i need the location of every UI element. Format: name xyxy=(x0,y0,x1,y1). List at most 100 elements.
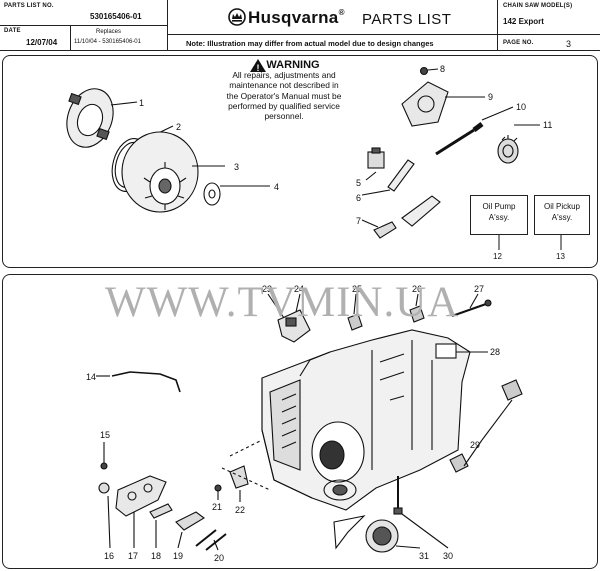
oil-pickup-part xyxy=(361,195,441,239)
callout-24: 24 xyxy=(294,284,304,294)
warning-title: WARNING xyxy=(266,59,320,71)
callout-20: 20 xyxy=(214,553,224,563)
header-divider xyxy=(498,34,600,35)
washer-plate-part xyxy=(175,511,205,549)
model-label: CHAIN SAW MODEL(S) xyxy=(503,3,573,9)
callout-17: 17 xyxy=(128,551,138,561)
callout-30: 30 xyxy=(443,551,453,561)
warning-line-1: All repairs, adjustments and xyxy=(232,70,336,81)
callout-27: 27 xyxy=(474,284,484,294)
replaces-label: Replaces xyxy=(96,29,122,35)
callout-4: 4 xyxy=(274,182,279,192)
callout-8: 8 xyxy=(440,64,445,74)
crankcase-section xyxy=(2,274,598,569)
callout-7: 7 xyxy=(356,216,361,226)
callout-1: 1 xyxy=(139,98,144,108)
svg-text:!: ! xyxy=(257,63,260,73)
callout-2: 2 xyxy=(176,122,181,132)
callout-3: 3 xyxy=(234,162,239,172)
clutch-part xyxy=(66,88,138,148)
header-center-block xyxy=(168,0,498,50)
warning-triangle-icon: ! xyxy=(250,59,266,73)
nut-part xyxy=(347,313,363,331)
top-callout-numbers: 1 2 3 4 5 6 7 8 9 10 11 xyxy=(139,64,552,226)
callout-12: 12 xyxy=(493,252,502,261)
link-rod-part xyxy=(451,299,492,317)
warning-line-2: maintenance not described in xyxy=(229,80,339,91)
header-divider xyxy=(168,34,498,35)
callout-10: 10 xyxy=(516,102,526,112)
header-table: PARTS LIST NO. 530165406-01 DATE 12/07/0… xyxy=(0,0,600,51)
warning-line-5: personnel. xyxy=(264,111,304,122)
date-value: 12/07/04 xyxy=(26,38,58,47)
oil-pump-assembly-box: Oil Pump A'ssy. xyxy=(470,195,528,235)
screw-part xyxy=(419,66,439,76)
callout-25: 25 xyxy=(352,284,362,294)
nut-part xyxy=(449,379,523,473)
page-no-label: PAGE NO. xyxy=(503,40,534,46)
washer-part xyxy=(203,182,270,206)
callout-9: 9 xyxy=(488,92,493,102)
callout-6: 6 xyxy=(356,193,361,203)
callout-16: 16 xyxy=(104,551,114,561)
page-no-value: 3 xyxy=(566,39,572,49)
clutch-oil-pump-illustration: ! 1 2 3 4 5 6 7 8 9 10 11 xyxy=(66,59,562,250)
chain-catcher-part xyxy=(229,465,249,502)
clutch-oil-pump-section xyxy=(2,55,598,268)
page-title: PARTS LIST xyxy=(362,11,452,28)
oil-pickup-assy-label: A'ssy. xyxy=(551,213,573,222)
callout-26: 26 xyxy=(412,284,422,294)
screw-part xyxy=(100,442,108,470)
callout-28: 28 xyxy=(490,347,500,357)
callout-14: 14 xyxy=(86,372,96,382)
warning-notice: WARNING All repairs, adjustments and mai… xyxy=(222,59,346,122)
oil-pump-label: Oil Pump xyxy=(482,202,516,211)
callout-15: 15 xyxy=(100,430,110,440)
parts-list-no-label: PARTS LIST NO. xyxy=(4,3,54,9)
date-label: DATE xyxy=(4,28,21,34)
crankcase-illustration: 14 15 16 17 18 19 20 21 22 23 24 25 26 2… xyxy=(86,284,523,563)
bolt-part xyxy=(393,476,449,549)
husqvarna-crown-logo-icon xyxy=(228,8,246,26)
crankcase-housing-part xyxy=(261,329,471,511)
model-value: 142 Export xyxy=(503,17,544,26)
screw-part xyxy=(214,484,222,500)
tube-part xyxy=(361,159,415,196)
callout-5: 5 xyxy=(356,178,361,188)
callout-23: 23 xyxy=(262,284,272,294)
warning-line-3: the Operator's Manual must be xyxy=(226,90,342,101)
bottom-callout-numbers: 14 15 16 17 18 19 20 21 22 23 24 25 26 2… xyxy=(86,284,500,563)
chain-guide-plate-part xyxy=(115,475,167,548)
watermark: WWW.TVMIN.UA xyxy=(105,279,460,326)
pump-cover-part xyxy=(401,81,485,127)
brand-name: Husqvarna® xyxy=(248,8,345,27)
callout-19: 19 xyxy=(173,551,183,561)
warning-line-4: performed by qualified service xyxy=(228,100,340,111)
callout-13: 13 xyxy=(556,252,565,261)
worm-gear-part xyxy=(497,124,540,164)
nut-part xyxy=(409,305,425,323)
oil-cap-part xyxy=(333,515,421,553)
nut-part xyxy=(98,482,111,549)
damper-part xyxy=(365,147,385,181)
callout-29: 29 xyxy=(470,440,480,450)
design-change-note: Note: Illustration may differ from actua… xyxy=(186,39,434,48)
header-divider xyxy=(0,25,168,26)
callout-11: 11 xyxy=(543,120,552,130)
clutch-drum-part xyxy=(121,131,225,213)
oil-pump-assy-label: A'ssy. xyxy=(488,213,510,222)
oil-pickup-label: Oil Pickup xyxy=(543,202,580,211)
callout-18: 18 xyxy=(151,551,161,561)
replaces-value: 11/10/04 - 530165406-01 xyxy=(74,39,141,45)
oil-hose-part xyxy=(96,371,181,393)
parts-list-no: 530165406-01 xyxy=(90,12,142,21)
header-divider xyxy=(70,25,71,50)
callout-31: 31 xyxy=(419,551,429,561)
oil-pickup-assembly-box: Oil Pickup A'ssy. xyxy=(534,195,590,235)
pump-plunger-part xyxy=(435,106,514,156)
callout-21: 21 xyxy=(212,502,222,512)
stud-bolt-part xyxy=(195,529,227,551)
callout-22: 22 xyxy=(235,505,245,515)
spacer-part xyxy=(149,503,173,548)
